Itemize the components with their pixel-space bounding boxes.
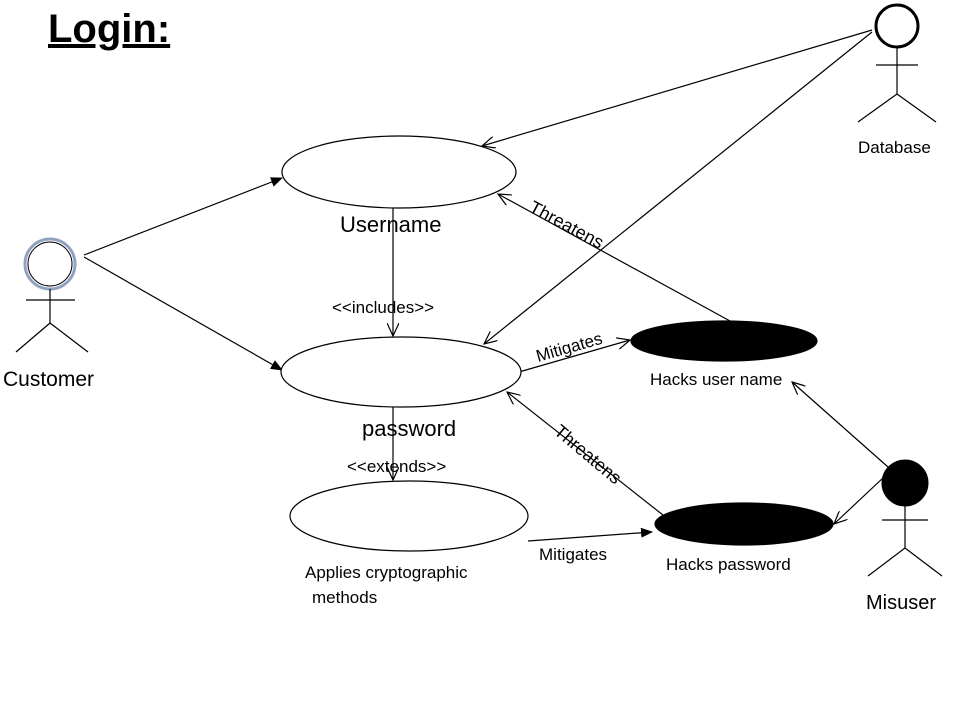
customer-actor-right-leg xyxy=(49,322,89,353)
crypto-label-line2: methods xyxy=(312,588,377,607)
misuser-actor-head xyxy=(881,459,929,507)
extends-label: <<extends>> xyxy=(347,457,446,476)
crypto-label-line1: Applies cryptographic xyxy=(305,563,468,582)
misuser-actor-left-leg xyxy=(867,547,906,577)
misuser-hacks-password-association xyxy=(834,476,885,524)
hacks-password-misuse-case[interactable] xyxy=(654,502,834,546)
mitigates-password-connector xyxy=(527,527,653,542)
database-actor[interactable] xyxy=(857,3,937,123)
hacks-user-name-label: Hacks user name xyxy=(650,370,782,389)
customer-actor[interactable] xyxy=(15,237,89,353)
customer-actor-left-leg xyxy=(15,322,51,353)
database-actor-left-leg xyxy=(857,93,898,123)
threatens-username-connector xyxy=(498,194,731,322)
threatens-password-label: Threatens xyxy=(550,421,625,488)
mitigates-password-label: Mitigates xyxy=(539,545,607,564)
customer-password-association xyxy=(83,256,283,371)
customer-label: Customer xyxy=(3,368,94,391)
misuser-actor-right-leg xyxy=(904,547,943,577)
connections xyxy=(83,29,889,542)
customer-actor-head-inner xyxy=(27,241,73,287)
diagram-title: Login: xyxy=(48,7,170,51)
customer-actor-head xyxy=(23,237,77,291)
includes-label: <<includes>> xyxy=(332,298,434,317)
database-actor-right-leg xyxy=(896,93,937,123)
hacks-password-label: Hacks password xyxy=(666,555,791,574)
mitigates-username-label: Mitigates xyxy=(534,329,605,366)
misuser-hacks-user-name-association xyxy=(792,382,889,468)
username-use-case[interactable] xyxy=(281,135,517,209)
database-password-association xyxy=(484,31,873,344)
database-label: Database xyxy=(858,138,931,157)
misuser-label: Misuser xyxy=(866,592,936,614)
password-label: password xyxy=(362,416,456,441)
misuser-actor[interactable] xyxy=(867,459,943,577)
password-use-case[interactable] xyxy=(280,336,522,408)
customer-username-association xyxy=(83,177,283,256)
username-label: Username xyxy=(340,212,441,237)
hacks-user-name-misuse-case[interactable] xyxy=(630,320,818,362)
cryptographic-methods-use-case[interactable] xyxy=(289,480,529,552)
threatens-password-connector xyxy=(507,392,669,520)
threatens-username-label: Threatens xyxy=(526,197,607,253)
database-username-association xyxy=(482,29,873,146)
database-actor-head xyxy=(874,3,920,49)
mitigates-username-connector xyxy=(518,340,630,373)
